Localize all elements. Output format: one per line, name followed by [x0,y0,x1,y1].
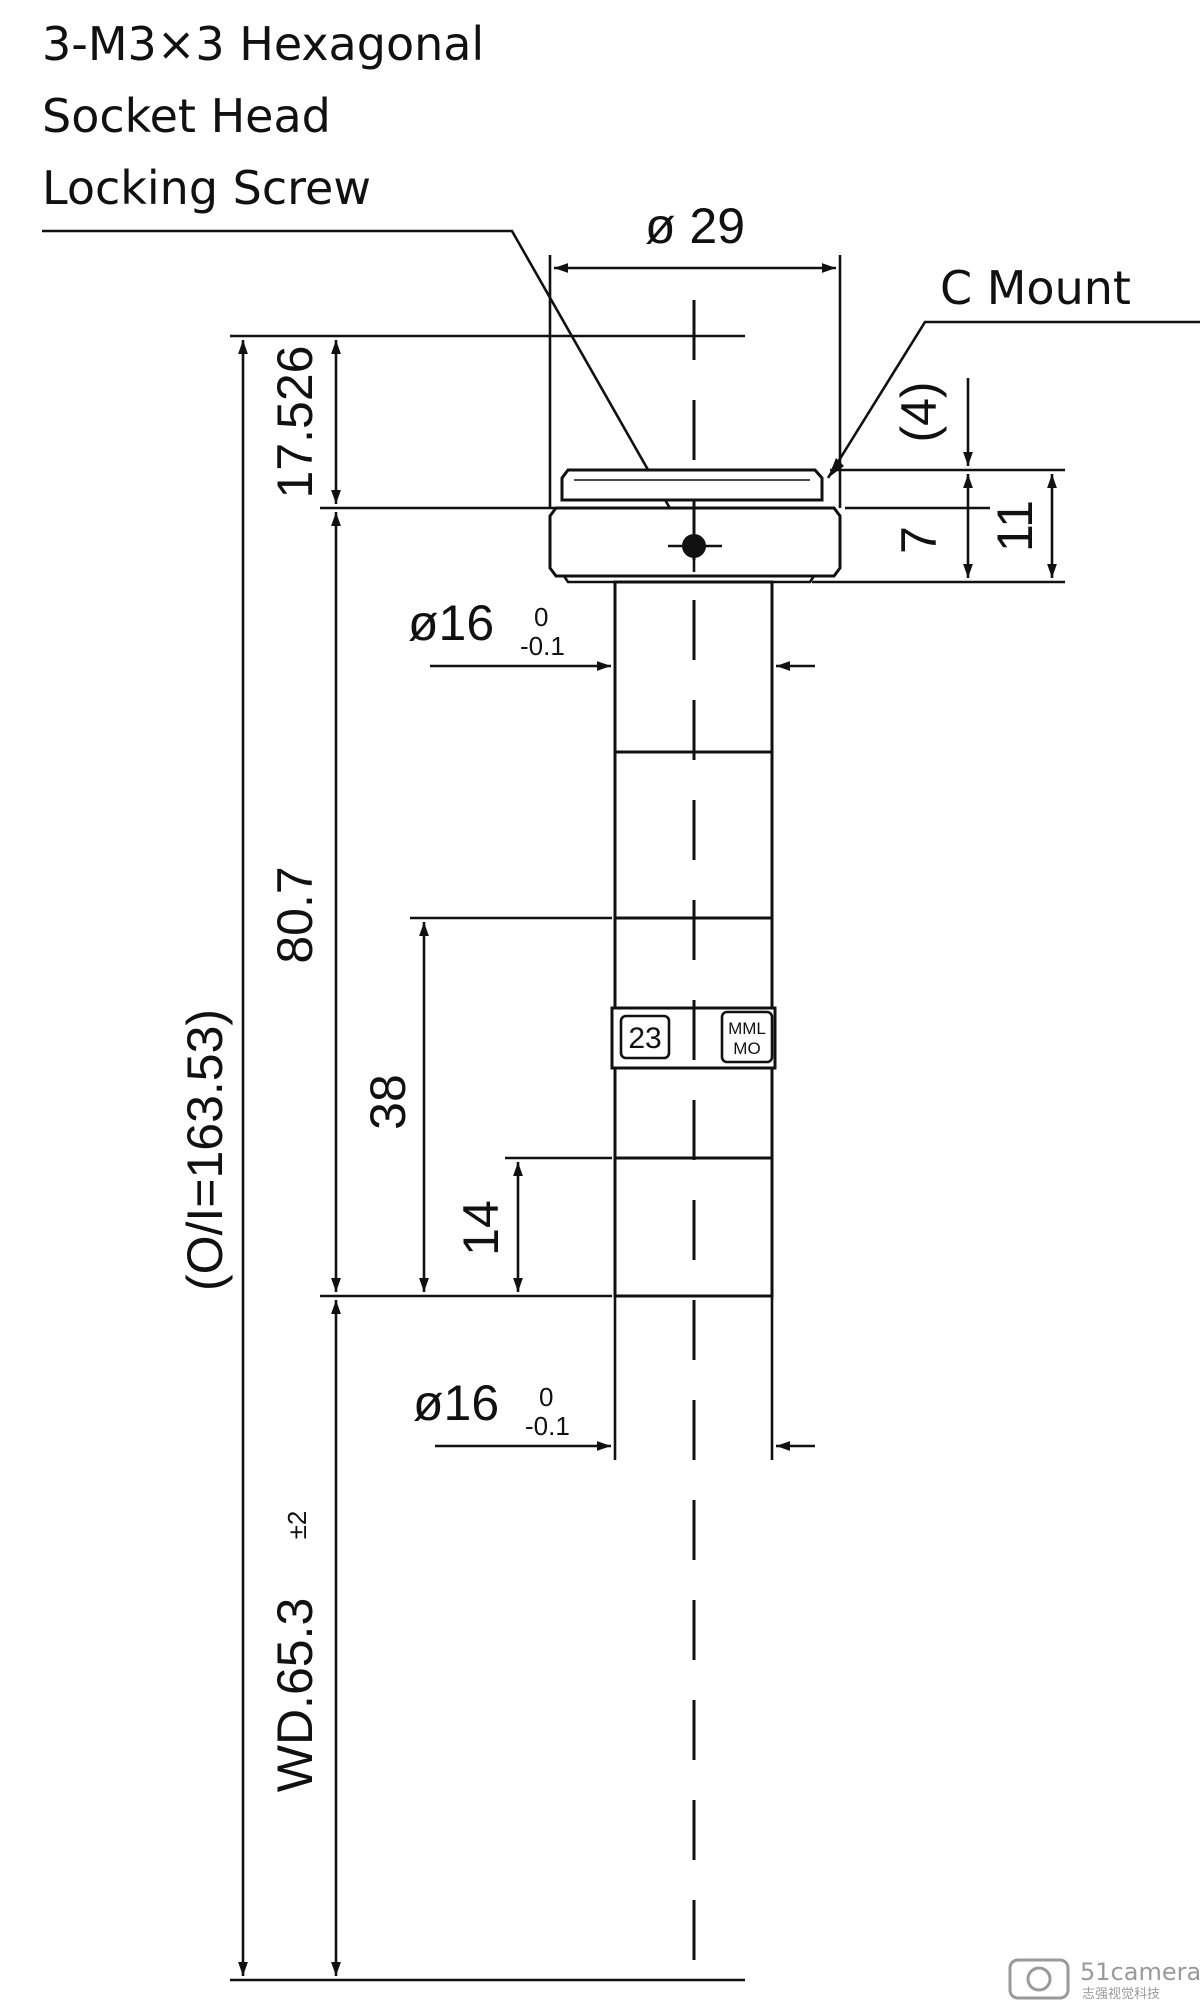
dim-11: 11 [987,500,1043,552]
dim-807: 80.7 [267,866,323,963]
dim-wd-tol: ±2 [282,1511,312,1540]
dim-oi: (O/I=163.53) [177,1009,233,1291]
screw-callout-line2: Socket Head [42,89,331,143]
focus-label-box [720,1010,774,1064]
dim-7: 7 [891,526,947,554]
dim-wd: WD.65.3 [267,1598,323,1793]
extension-lines [230,255,1065,1982]
watermark-sub: 志强视觉科技 [1082,1987,1160,2002]
dim-dia16-bottom-upper: 0 [539,1382,553,1412]
watermark-logo: 51camera 志强视觉科技 [1008,1958,1200,2002]
mount-thread [560,468,824,502]
aperture-label-box [619,1014,671,1060]
c-mount-callout: C Mount [940,261,1131,315]
dim-dia16-top: ø16 [408,595,494,651]
c-mount-leader-arrow [828,458,844,478]
screw-callout-line3: Locking Screw [42,161,371,215]
dim-dia16-top-lower: -0.1 [520,631,565,661]
focus-label-line2: MO [733,1039,760,1058]
watermark-brand: 51camera [1080,1958,1200,1986]
dim-dia16-top-upper: 0 [534,602,548,632]
c-mount-leader [826,320,1200,479]
dim-dia16-bottom: ø16 [413,1375,499,1431]
focus-label-line1: MML [728,1019,766,1038]
dim-14: 14 [453,1200,509,1256]
dim-4: (4) [891,381,947,442]
lens-body: 23 MML MO [548,468,842,1298]
dim-dia16-bottom-lower: -0.1 [525,1411,570,1441]
screw-callout-line1: 3-M3×3 Hexagonal [42,17,484,71]
dim-38: 38 [360,1074,416,1130]
aperture-label: 23 [628,1022,661,1055]
dim-17526: 17.526 [267,346,323,499]
dim-dia29: ø 29 [645,198,745,254]
